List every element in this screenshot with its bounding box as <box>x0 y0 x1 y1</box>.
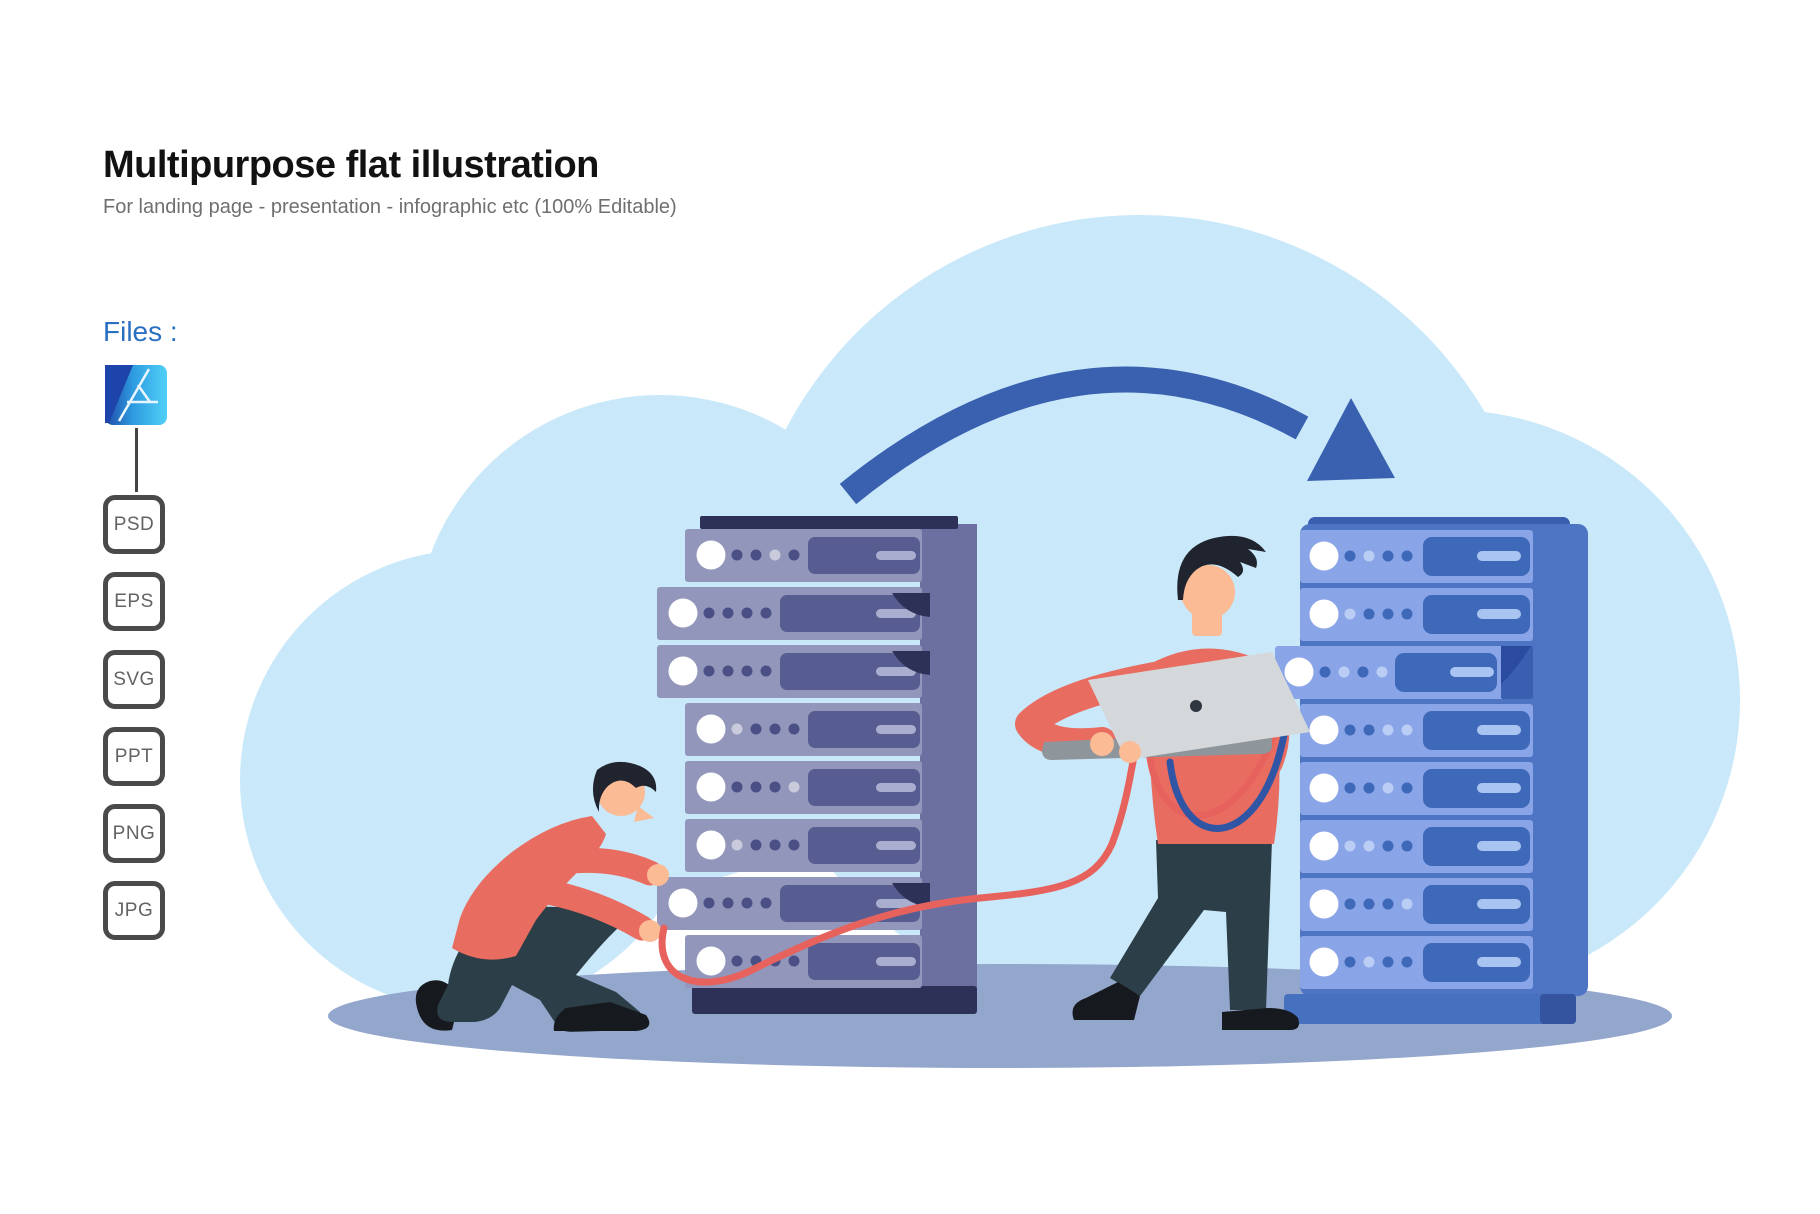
hand <box>1090 732 1114 756</box>
server-unit <box>1300 936 1533 989</box>
fold-corner <box>892 593 930 617</box>
front-shoe <box>553 1002 650 1031</box>
server-unit-drawer <box>1275 646 1533 699</box>
server-unit <box>685 703 922 756</box>
transfer-arrow-icon <box>839 366 1395 505</box>
red-cable-left <box>658 752 1138 986</box>
server-unit <box>685 761 922 814</box>
rack-base-edge <box>1540 994 1576 1024</box>
kneeling-technician <box>415 761 669 1032</box>
server-unit <box>685 529 922 582</box>
server-unit <box>657 587 930 640</box>
face <box>634 806 654 822</box>
legs <box>1110 840 1272 1010</box>
upper-arm <box>549 847 663 886</box>
hand <box>1119 741 1141 763</box>
blue-cable <box>1166 710 1292 832</box>
head <box>1181 565 1235 619</box>
lower-arm <box>535 879 655 941</box>
fold-corner <box>892 883 930 907</box>
server-unit <box>1300 762 1533 815</box>
hand <box>647 864 669 886</box>
server-unit-drawer <box>657 877 930 930</box>
file-badge-svg: SVG <box>103 650 165 709</box>
hair <box>592 761 657 812</box>
file-badge-ppt: PPT <box>103 727 165 786</box>
server-unit <box>1300 820 1533 873</box>
rack-base <box>692 986 977 1014</box>
ear <box>1181 593 1191 603</box>
file-badge-eps: EPS <box>103 572 165 631</box>
left-shoe <box>1072 982 1140 1020</box>
server-unit <box>1300 530 1533 583</box>
server-unit <box>657 645 930 698</box>
file-badge-jpg: JPG <box>103 881 165 940</box>
rack-base <box>1284 994 1576 1024</box>
laptop <box>1042 652 1310 763</box>
left-server-rack <box>657 516 977 1014</box>
rack-top-bar <box>700 516 958 529</box>
server-unit <box>1300 878 1533 931</box>
server-unit <box>1300 704 1533 757</box>
page-subtitle: For landing page - presentation - infogr… <box>103 196 677 218</box>
right-server-rack <box>1275 517 1588 1024</box>
server-unit <box>1300 588 1533 641</box>
affinity-designer-icon <box>105 365 167 425</box>
files-label: Files : <box>103 316 178 347</box>
hair <box>1177 535 1266 600</box>
hand <box>639 920 661 942</box>
server-unit <box>685 819 922 872</box>
file-badge-png: PNG <box>103 804 165 863</box>
fold-corner <box>892 651 930 675</box>
connector-line <box>135 428 138 492</box>
file-badge-psd: PSD <box>103 495 165 554</box>
fold-corner <box>1501 646 1531 684</box>
laptop-logo-icon <box>1190 700 1202 712</box>
page-title: Multipurpose flat illustration <box>103 144 599 186</box>
right-shoe <box>1222 1008 1299 1030</box>
